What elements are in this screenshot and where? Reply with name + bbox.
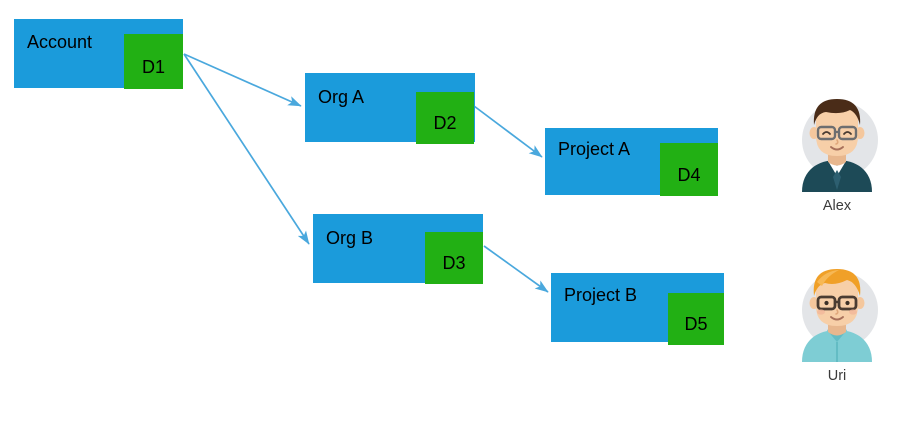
account-badge-label: D1 <box>141 56 165 77</box>
person-uri[interactable]: Uri <box>789 262 885 384</box>
org-a-badge-label: D2 <box>433 113 457 133</box>
edge-d1-orgb <box>183 53 310 245</box>
person-alex[interactable]: Alex <box>789 92 885 214</box>
project-b-badge-label: D5 <box>684 314 708 334</box>
org-b-label: Org B <box>326 228 374 248</box>
org-b-badge-d3[interactable]: D3 <box>425 232 483 284</box>
project-a-badge-d4[interactable]: D4 <box>660 143 718 196</box>
person-uri-name: Uri <box>827 368 847 384</box>
account-badge-d1[interactable]: D1 <box>124 34 183 89</box>
project-a-badge-label: D4 <box>677 164 701 185</box>
person-alex-name: Alex <box>822 198 852 214</box>
project-a-label: Project A <box>558 139 631 159</box>
edge-d1-orga <box>183 53 302 107</box>
org-a-badge-d2[interactable]: D2 <box>416 92 474 144</box>
project-b-badge-d5[interactable]: D5 <box>668 293 724 345</box>
edge-d2-projecta <box>473 105 543 158</box>
org-b-badge-label: D3 <box>442 253 466 273</box>
account-label: Account <box>27 32 93 52</box>
org-a-label: Org A <box>318 87 365 107</box>
edge-d3-projectb <box>483 245 549 293</box>
avatar-uri-icon <box>802 269 878 362</box>
avatar-alex-icon <box>802 99 878 192</box>
project-b-label: Project B <box>564 285 638 305</box>
